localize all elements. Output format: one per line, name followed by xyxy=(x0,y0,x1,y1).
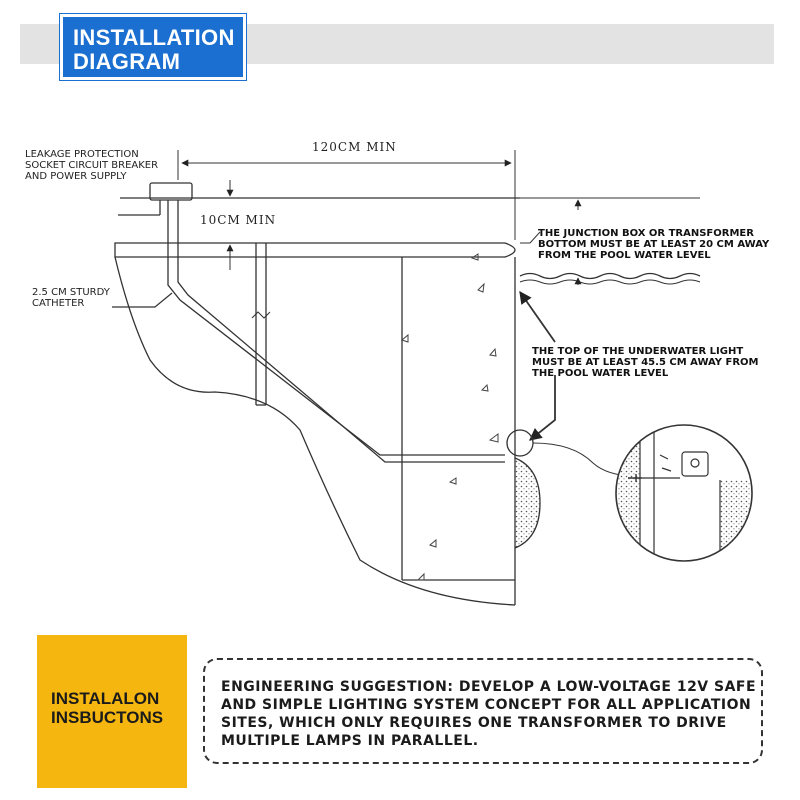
water-line xyxy=(519,272,701,280)
power-supply-label: LEAKAGE PROTECTION SOCKET CIRCUIT BREAKE… xyxy=(25,149,159,182)
soil-curve xyxy=(114,256,516,606)
catheter-label: 2.5 CM STURDY CATHETER xyxy=(32,287,110,309)
concrete-marks xyxy=(400,253,499,581)
title-line-2: DIAGRAM xyxy=(73,49,181,74)
instructions-badge: INSTALALON INSBUCTONS xyxy=(37,635,187,788)
engineering-note-text: ENGINEERING SUGGESTION: DEVELOP A LOW-VO… xyxy=(221,679,757,749)
conduit-pipe xyxy=(167,200,505,456)
dimension-10cm: 10CM MIN xyxy=(200,213,277,227)
title-line-1: INSTALLATION xyxy=(73,25,235,50)
underwater-light-note: THE TOP OF THE UNDERWATER LIGHT MUST BE … xyxy=(532,346,759,379)
detail-callout xyxy=(615,424,753,562)
engineering-note: ENGINEERING SUGGESTION: DEVELOP A LOW-VO… xyxy=(203,658,763,764)
dimension-120cm: 120CM MIN xyxy=(312,140,397,154)
junction-box-note: THE JUNCTION BOX OR TRANSFORMER BOTTOM M… xyxy=(538,228,770,261)
pool-structure xyxy=(112,150,701,606)
junction-box xyxy=(149,182,193,201)
underwater-light xyxy=(506,429,534,457)
pool-deck xyxy=(114,242,516,258)
page-title: INSTALLATION DIAGRAM xyxy=(60,14,246,80)
installation-diagram xyxy=(112,150,753,606)
